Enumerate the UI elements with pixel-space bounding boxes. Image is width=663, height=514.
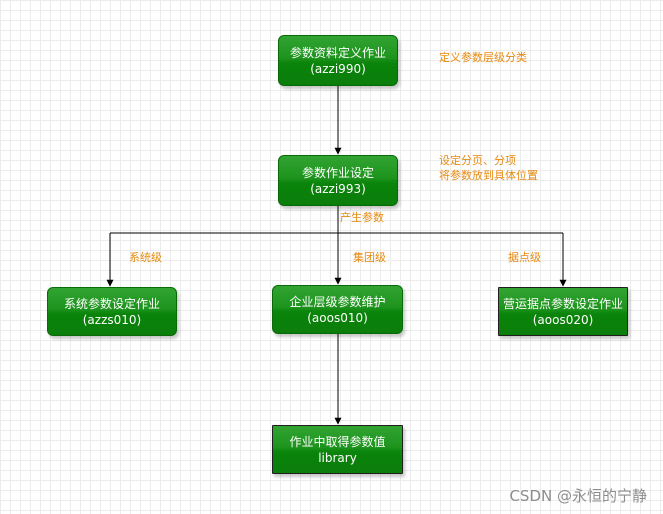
note-site-level: 据点级: [508, 251, 541, 264]
watermark: CSDN @永恒的宁静: [509, 487, 647, 505]
node-azzs010[interactable]: 系统参数设定作业 (azzs010): [47, 287, 177, 336]
note-set-pages-line1: 设定分页、分项: [439, 154, 516, 167]
node-title: 参数作业设定: [301, 165, 374, 180]
note-group-level: 集团级: [353, 251, 386, 264]
node-code: (azzi993): [310, 181, 366, 196]
note-generate-params: 产生参数: [340, 211, 384, 224]
node-code: (aoos010): [307, 310, 368, 325]
node-code: (azzi990): [310, 61, 366, 76]
node-title: 营运据点参数设定作业: [502, 296, 623, 311]
node-code: (azzs010): [82, 312, 142, 327]
note-set-pages-line2: 将参数放到具体位置: [439, 169, 538, 182]
node-aoos020[interactable]: 营运据点参数设定作业 (aoos020): [498, 287, 628, 336]
node-title: 参数资料定义作业: [289, 45, 386, 60]
note-define-hierarchy: 定义参数层级分类: [439, 51, 527, 64]
node-code: library: [318, 450, 357, 465]
node-title: 系统参数设定作业: [63, 296, 160, 311]
node-title: 作业中取得参数值: [289, 434, 386, 449]
node-title: 企业层级参数维护: [289, 294, 386, 309]
note-system-level: 系统级: [129, 251, 162, 264]
node-azzi993[interactable]: 参数作业设定 (azzi993): [278, 155, 398, 206]
node-library[interactable]: 作业中取得参数值 library: [272, 425, 403, 474]
node-code: (aoos020): [532, 312, 594, 327]
node-azzi990[interactable]: 参数资料定义作业 (azzi990): [278, 35, 398, 86]
node-aoos010[interactable]: 企业层级参数维护 (aoos010): [272, 285, 403, 334]
